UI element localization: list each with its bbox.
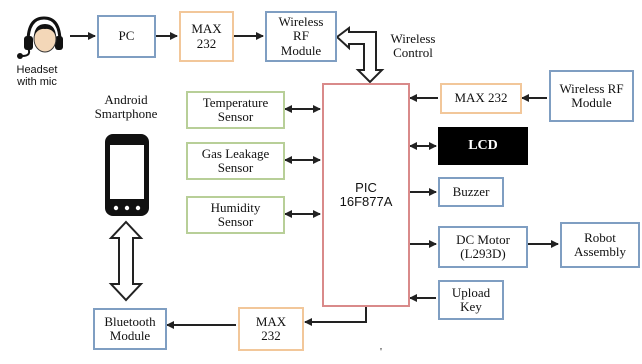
humidity-sensor-label: Humidity Sensor: [210, 199, 261, 229]
pc-label: PC: [118, 28, 135, 44]
max232-right-label: MAX 232: [454, 90, 508, 106]
wireless-rf-right-block: Wireless RF Module: [549, 70, 634, 122]
bluetooth-module-block: Bluetooth Module: [93, 308, 167, 350]
wireless-rf-top-label: Wireless RF Module: [278, 14, 324, 58]
pic-microcontroller-block: PIC 16F877A: [322, 83, 410, 307]
max232-bottom-label: MAX 232: [255, 313, 287, 343]
pc-block: PC: [97, 15, 156, 58]
dc-motor-label: DC Motor (L293D): [456, 231, 510, 261]
buzzer-label: Buzzer: [452, 183, 490, 199]
wireless-rf-right-label: Wireless RF Module: [559, 80, 624, 110]
buzzer-block: Buzzer: [438, 177, 504, 207]
humidity-sensor-block: Humidity Sensor: [186, 196, 285, 234]
headset-icon: [14, 12, 64, 60]
wireless-rf-top-block: Wireless RF Module: [265, 11, 337, 62]
upload-key-block: Upload Key: [438, 280, 504, 320]
headset-label: Headset with mic: [16, 64, 58, 89]
arrow-pic-max232bottom: [304, 307, 367, 326]
bluetooth-module-label: Bluetooth Module: [104, 313, 156, 343]
pic-label: PIC 16F877A: [339, 179, 393, 209]
lcd-label: LCD: [468, 138, 498, 154]
wireless-control-label: Wireless Control: [390, 31, 436, 61]
smartphone-icon: [104, 133, 150, 217]
gas-leakage-sensor-label: Gas Leakage Sensor: [201, 145, 270, 175]
upload-key-label: Upload Key: [451, 284, 491, 314]
temperature-sensor-label: Temperature Sensor: [202, 94, 269, 124]
lcd-block: LCD: [438, 127, 528, 165]
stray-mark: ': [380, 346, 382, 358]
max232-top-label: MAX 232: [191, 21, 222, 51]
dc-motor-block: DC Motor (L293D): [438, 226, 528, 268]
max232-top-block: MAX 232: [179, 11, 234, 62]
wireless-control-double-arrow: [335, 26, 385, 84]
robot-assembly-label: Robot Assembly: [574, 229, 626, 259]
max232-bottom-block: MAX 232: [238, 307, 304, 351]
android-smartphone-label: Android Smartphone: [94, 92, 158, 122]
temperature-sensor-block: Temperature Sensor: [186, 91, 285, 129]
bluetooth-link-double-arrow: [108, 220, 144, 302]
max232-right-block: MAX 232: [440, 83, 522, 114]
robot-assembly-block: Robot Assembly: [560, 222, 640, 268]
gas-leakage-sensor-block: Gas Leakage Sensor: [186, 142, 285, 180]
